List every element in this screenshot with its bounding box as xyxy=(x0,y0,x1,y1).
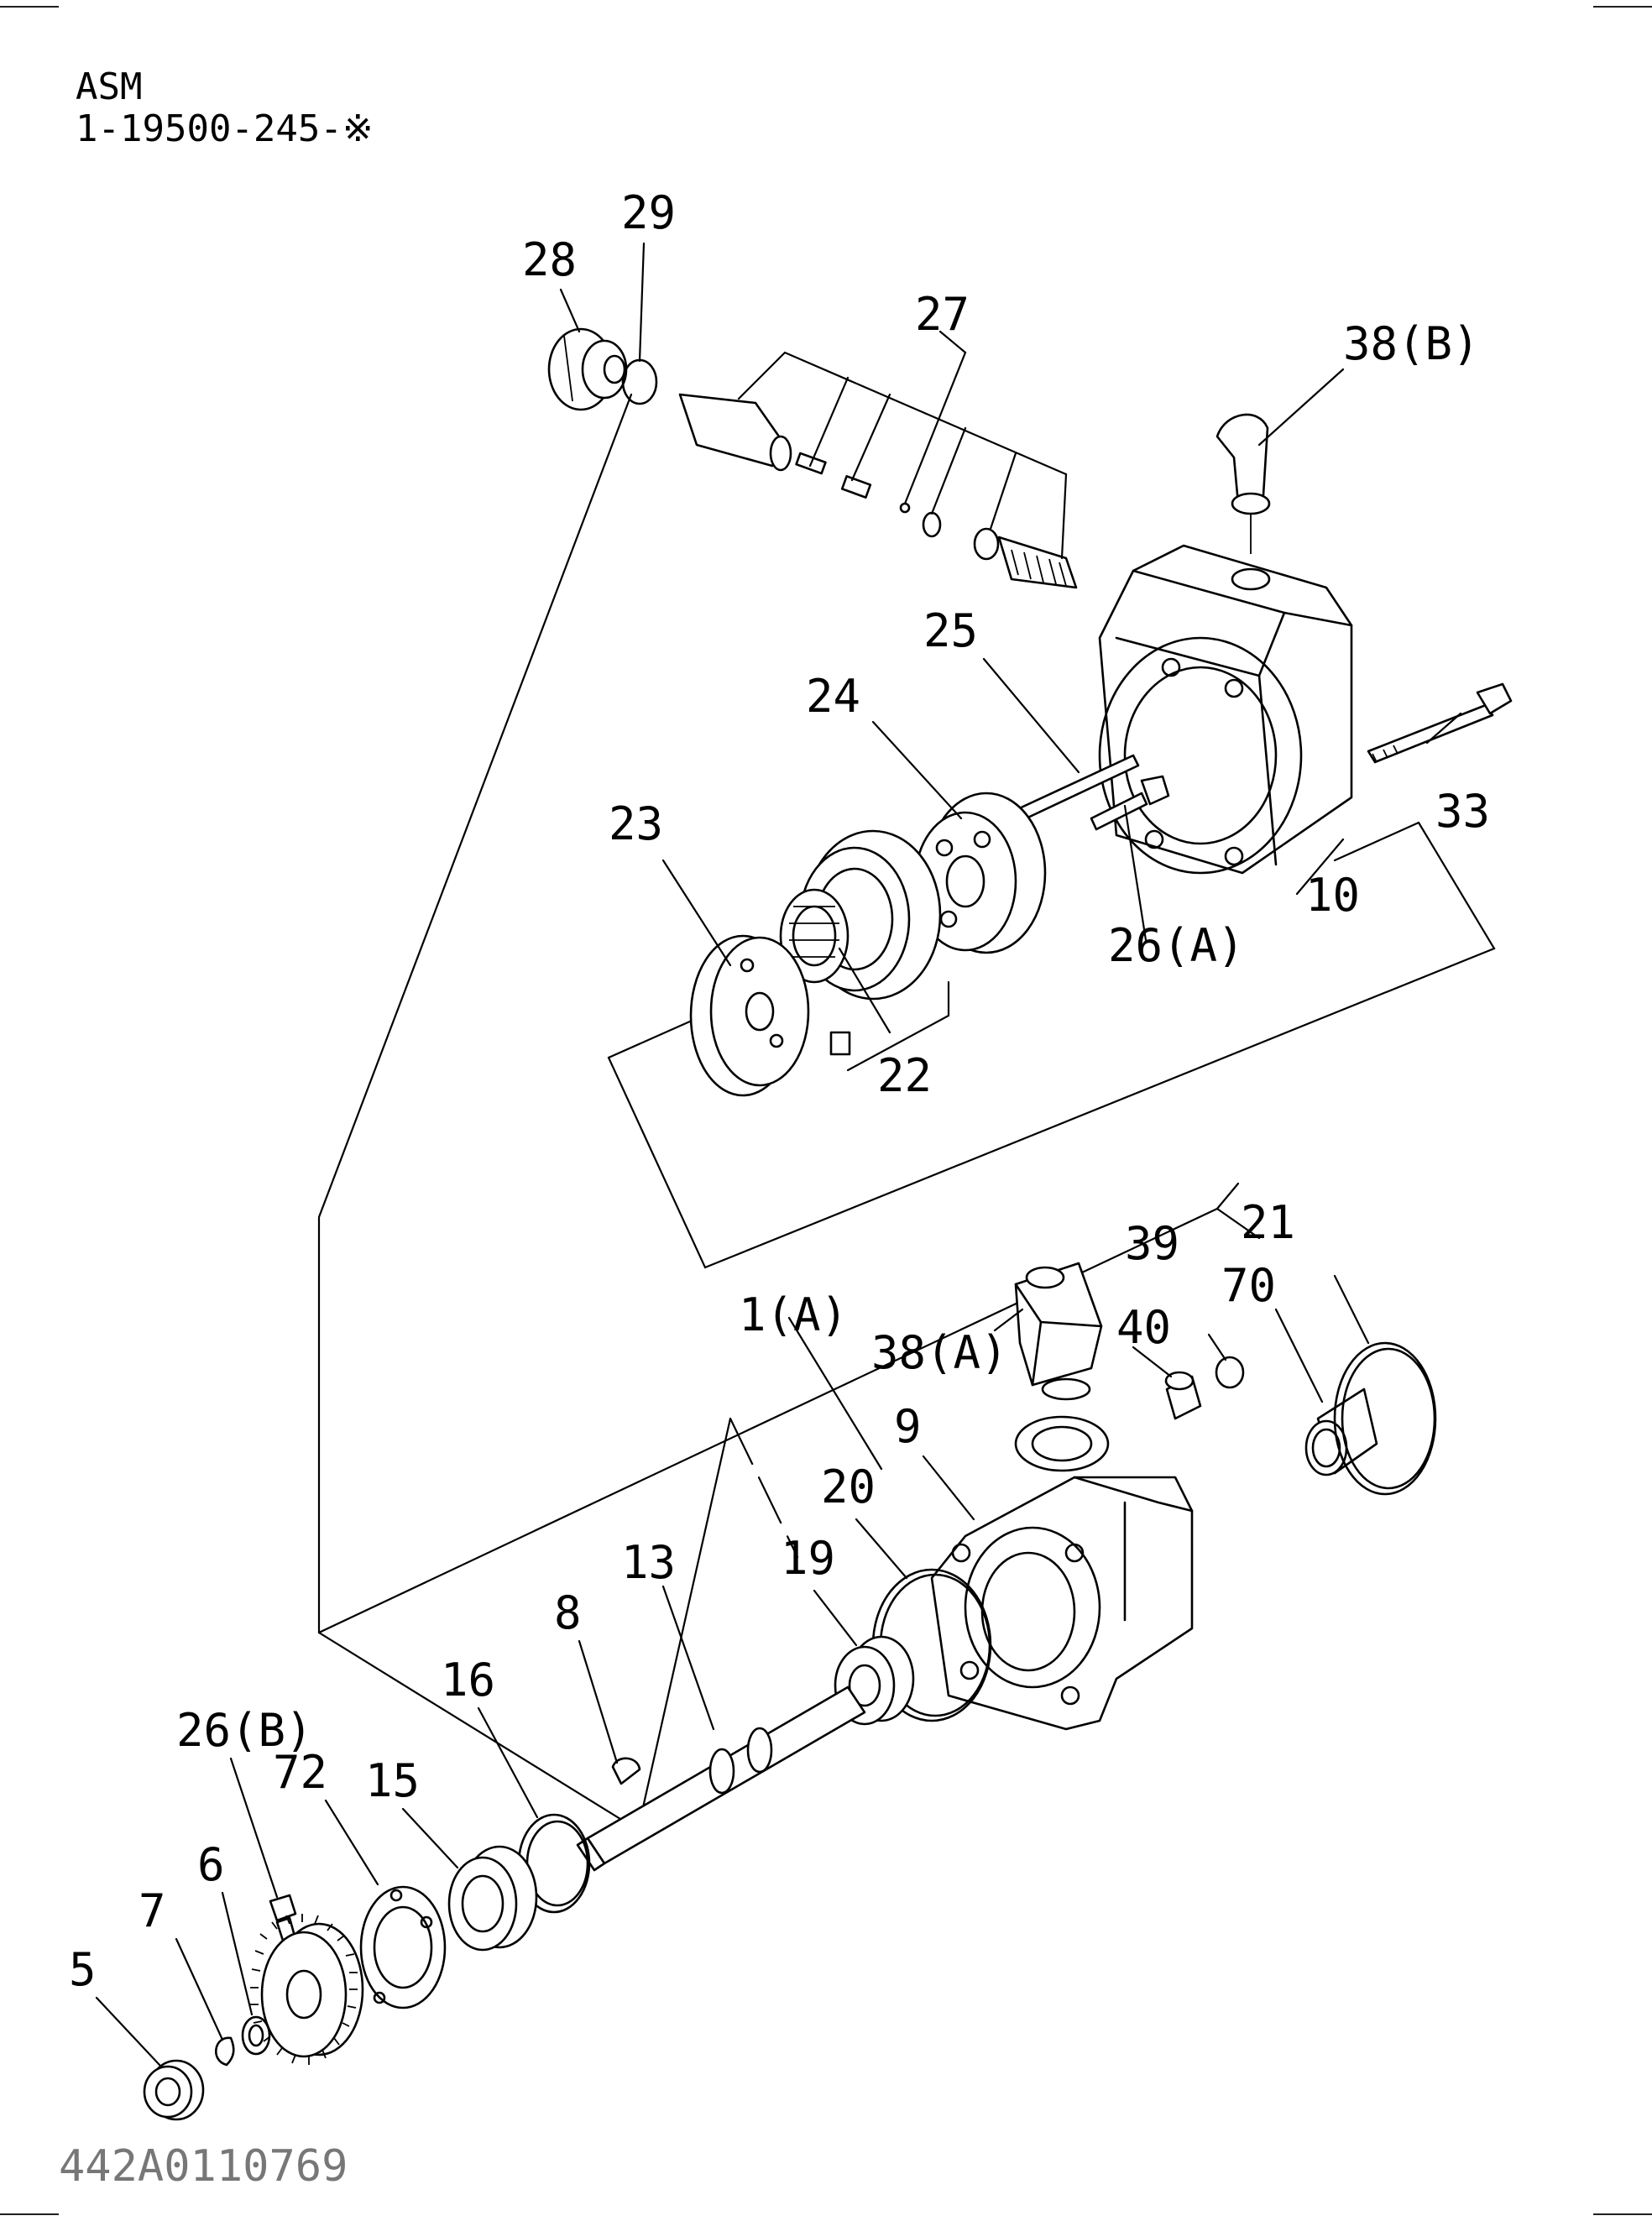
callout-72: 72 xyxy=(273,1746,327,1799)
callout-38b: 38(B) xyxy=(1343,317,1480,370)
part-8-key xyxy=(611,1757,641,1785)
callout-27: 27 xyxy=(915,288,970,341)
callout-28: 28 xyxy=(522,233,577,286)
callout-9: 9 xyxy=(894,1400,922,1453)
callout-21: 21 xyxy=(1241,1196,1295,1249)
callout-15: 15 xyxy=(365,1754,420,1807)
callout-20: 20 xyxy=(821,1461,876,1513)
leader-lines xyxy=(95,242,1462,2067)
part-72-plate xyxy=(359,1885,447,2009)
callout-16: 16 xyxy=(441,1654,495,1706)
callout-23: 23 xyxy=(609,797,663,850)
part-7-lock-washer xyxy=(214,2036,235,2067)
part-10-pump-body xyxy=(1098,544,1353,875)
part-39-oring xyxy=(1215,1356,1245,1389)
part-21-seal-ring xyxy=(1333,1341,1437,1496)
crop-marks xyxy=(0,6,1652,2215)
callout-70: 70 xyxy=(1221,1259,1276,1312)
callout-8: 8 xyxy=(554,1586,582,1639)
part-29-oring xyxy=(621,358,658,405)
part-40-sleeve xyxy=(1164,1371,1202,1420)
part-33-bolt xyxy=(1367,682,1513,764)
part-27-valve-assembly xyxy=(678,351,1078,589)
callout-40: 40 xyxy=(1116,1301,1171,1354)
callout-7: 7 xyxy=(139,1884,166,1937)
callout-33: 33 xyxy=(1435,785,1490,838)
callout-6: 6 xyxy=(197,1838,225,1891)
part-22-cam-ring-rotor xyxy=(779,829,950,1072)
part-15-bearing xyxy=(447,1845,538,1952)
callout-26b: 26(B) xyxy=(176,1704,313,1757)
part-6-washer xyxy=(241,2015,271,2056)
callout-19: 19 xyxy=(781,1532,835,1585)
part-70-bushing xyxy=(1304,1387,1378,1476)
callout-labels: 29 28 27 38(B) 25 24 33 23 10 26(A) 22 2… xyxy=(69,186,1490,1996)
part-38b-elbow-fitting xyxy=(1215,413,1271,554)
callout-38a: 38(A) xyxy=(871,1326,1008,1379)
part-9-front-housing xyxy=(930,1415,1194,1731)
part-28-cap-nut xyxy=(547,327,628,411)
part-26b-bolt xyxy=(269,1894,297,1945)
drawing-code: 442A0110769 xyxy=(59,2141,348,2192)
callout-5: 5 xyxy=(69,1943,97,1996)
part-23-pressure-plate xyxy=(689,934,810,1097)
callout-10: 10 xyxy=(1305,869,1360,922)
part-38a-fitting xyxy=(1014,1262,1103,1401)
part-5-nut xyxy=(143,2059,205,2121)
callout-39: 39 xyxy=(1125,1217,1179,1270)
asm-part-number: 1-19500-245-※ xyxy=(76,107,374,150)
gear xyxy=(250,1914,364,2065)
callout-13: 13 xyxy=(621,1536,676,1589)
callout-1a: 1(A) xyxy=(739,1288,848,1341)
callout-29: 29 xyxy=(621,186,676,239)
callout-26a: 26(A) xyxy=(1108,919,1245,972)
callout-24: 24 xyxy=(806,670,860,723)
part-26a-bolt xyxy=(1090,775,1170,831)
asm-label: ASM xyxy=(76,65,142,108)
callout-22: 22 xyxy=(877,1049,932,1102)
callout-25: 25 xyxy=(923,604,978,657)
